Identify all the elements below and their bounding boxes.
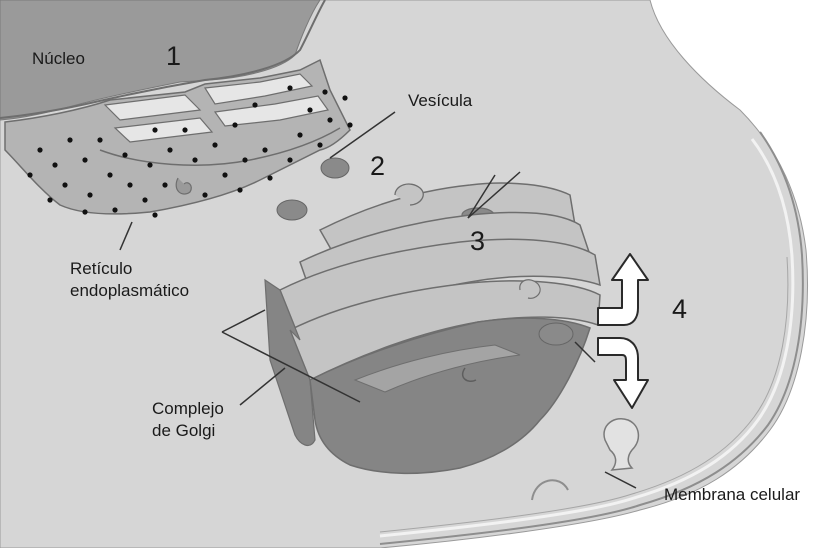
label-reticulo-line2: endoplasmático	[70, 280, 240, 302]
label-membrana-celular: Membrana celular	[664, 484, 800, 506]
secretory-vesicle	[539, 323, 573, 345]
label-golgi-line2: de Golgi	[152, 420, 272, 442]
label-nucleo: Núcleo	[32, 48, 85, 70]
step-number-3: 3	[470, 226, 485, 256]
step-number-2: 2	[370, 151, 385, 181]
transport-vesicle-2	[277, 200, 307, 220]
label-reticulo-endoplasmatico: Retículo endoplasmático	[70, 258, 240, 302]
step-number-1: 1	[166, 41, 181, 71]
label-vesicula: Vesícula	[408, 90, 472, 112]
transport-vesicle-1	[321, 158, 349, 178]
step-number-4: 4	[672, 294, 687, 324]
label-reticulo-line1: Retículo	[70, 258, 240, 280]
label-golgi-line1: Complejo	[152, 398, 272, 420]
label-complejo-golgi: Complejo de Golgi	[152, 398, 272, 442]
